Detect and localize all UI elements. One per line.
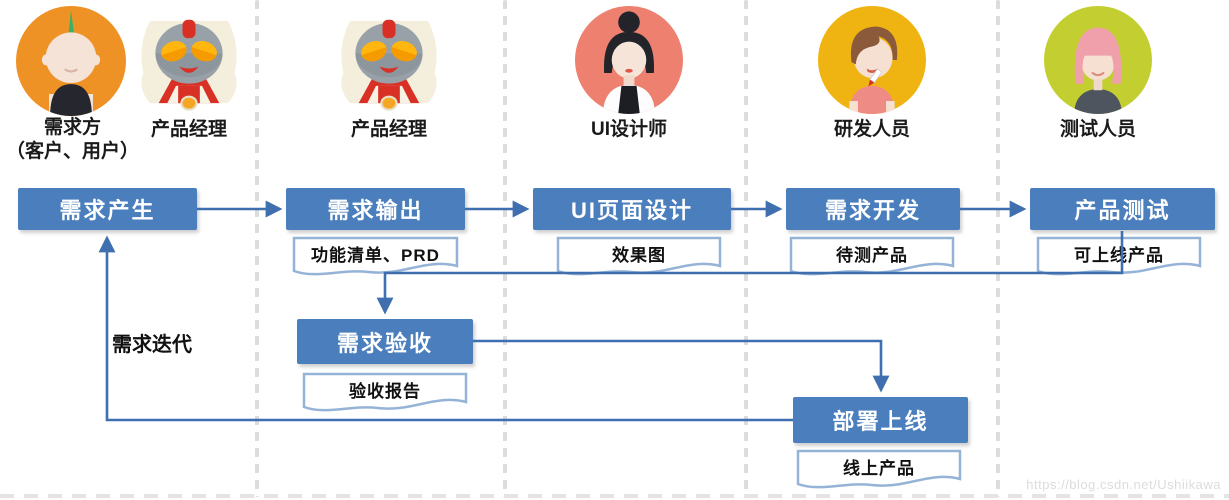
process-box-requirement-output: 需求输出 [286,188,465,230]
document-label: 功能清单、PRD [311,246,440,265]
loop-label: 需求迭代 [112,334,192,356]
watermark: https://blog.csdn.net/Ushiikawa [1026,477,1221,492]
lane-divider-3 [744,0,748,497]
bottom-divider [0,494,1229,498]
role-label-ui-designer: UI设计师 [590,119,667,140]
role-label-demander: 需求方 （客户、用户） [0,116,145,164]
robot-avatar-icon [334,10,444,114]
connector-acceptance-to-deploy [473,339,890,393]
document-label: 验收报告 [349,382,421,401]
boy-pencil-avatar-icon [818,6,926,114]
process-box-ui-page-design: UI页面设计 [533,188,731,230]
document-online-product: 线上产品 [796,449,962,493]
document-acceptance-report: 验收报告 [302,372,468,416]
document-launchable-product: 可上线产品 [1036,236,1202,280]
role-label-demander-line1: 需求方 [43,117,101,138]
lane-divider-4 [996,0,1000,497]
role-label-developer: 研发人员 [833,119,910,140]
lane-divider-2 [503,0,507,497]
role-label-product-manager-2: 产品经理 [350,119,427,140]
process-box-deploy-online: 部署上线 [793,397,968,443]
document-label: 效果图 [612,246,666,265]
process-box-product-testing: 产品测试 [1030,188,1215,230]
role-label-demander-line2: （客户、用户） [5,141,139,162]
process-box-requirement-acceptance: 需求验收 [297,319,473,364]
document-effect-drawing: 效果图 [556,236,722,280]
document-label: 待测产品 [836,246,908,265]
robot-avatar-icon [134,10,244,114]
role-label-product-manager: 产品经理 [150,119,227,140]
process-box-requirement-development: 需求开发 [786,188,960,230]
process-box-requirement-origin: 需求产生 [18,188,197,230]
document-feature-list-prd: 功能清单、PRD [292,236,459,280]
document-label: 线上产品 [843,459,915,478]
connector-testing-to-acceptance [376,231,1124,315]
punk-person-avatar-icon [16,6,126,116]
document-label: 可上线产品 [1074,246,1164,265]
woman-bun-avatar-icon [575,6,683,114]
role-label-tester: 测试人员 [1059,119,1136,140]
document-product-to-test: 待测产品 [789,236,955,280]
lane-divider-1 [255,0,259,497]
woman-pink-bob-avatar-icon [1044,6,1152,114]
